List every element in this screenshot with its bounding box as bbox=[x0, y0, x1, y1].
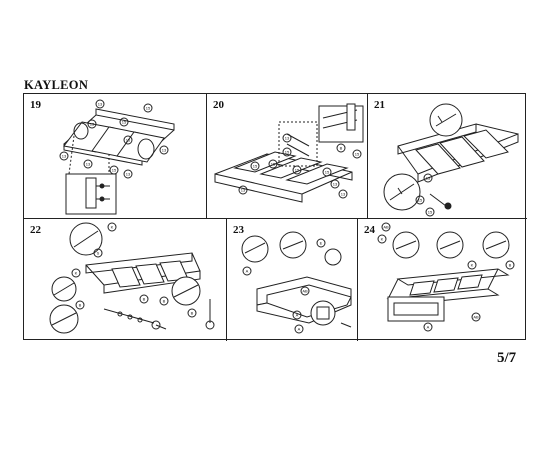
part-label: B bbox=[143, 297, 146, 302]
step-21-panel: 21 bbox=[368, 94, 527, 219]
part-label: 15 bbox=[285, 150, 290, 155]
part-label: 13 bbox=[62, 154, 67, 159]
step-number: 24 bbox=[364, 224, 375, 236]
step-20-illustration: 13 15 B 15 15 15 15 13 13 15 13 bbox=[214, 103, 364, 203]
part-label: K bbox=[111, 225, 114, 230]
step-21-illustration: 13 15 15 bbox=[383, 103, 519, 217]
part-label: K bbox=[471, 263, 474, 268]
part-label: 13 bbox=[285, 136, 290, 141]
part-label: 13 bbox=[90, 122, 95, 127]
part-label: A bbox=[298, 327, 301, 332]
page-number: 5/7 bbox=[497, 350, 517, 366]
step-number: 22 bbox=[30, 224, 41, 236]
step-number: 23 bbox=[233, 224, 244, 236]
part-label: 15 bbox=[112, 168, 117, 173]
part-label: 15 bbox=[126, 138, 131, 143]
part-label: 13 bbox=[333, 182, 338, 187]
step-number: 19 bbox=[30, 99, 41, 111]
part-label: 15 bbox=[146, 106, 151, 111]
part-label: 13 bbox=[126, 172, 131, 177]
part-label: 15 bbox=[122, 120, 127, 125]
part-label: 15 bbox=[295, 168, 300, 173]
part-label: 13 bbox=[86, 162, 91, 167]
part-label: 15 bbox=[271, 162, 276, 167]
part-label: AB bbox=[473, 315, 479, 320]
part-label: AB bbox=[383, 225, 389, 230]
document-title: KAYLEON bbox=[24, 78, 89, 92]
part-label: 13 bbox=[341, 192, 346, 197]
part-label: A bbox=[246, 269, 249, 274]
step-19-panel: 19 bbox=[24, 94, 207, 219]
part-label: B bbox=[163, 299, 166, 304]
instruction-frame: 19 bbox=[23, 93, 527, 341]
part-label: 15 bbox=[325, 170, 330, 175]
part-label: B bbox=[191, 311, 194, 316]
step-23-illustration: E A AB A A bbox=[241, 231, 352, 334]
part-label: 13 bbox=[98, 102, 103, 107]
step-22-panel: 22 bbox=[24, 219, 227, 341]
part-label: B bbox=[340, 146, 343, 151]
part-label: A bbox=[427, 325, 430, 330]
part-label: 13 bbox=[241, 188, 246, 193]
step-number: 21 bbox=[374, 99, 385, 111]
part-label: 15 bbox=[355, 152, 360, 157]
part-label: B bbox=[79, 303, 82, 308]
part-label: S bbox=[97, 251, 100, 256]
step-22-illustration: K S K B B B B bbox=[49, 222, 215, 334]
part-label: 15 bbox=[418, 198, 423, 203]
part-label: 15 bbox=[253, 164, 258, 169]
part-label: AB bbox=[302, 289, 308, 294]
part-label: 15 bbox=[428, 210, 433, 215]
step-19-illustration: 13 15 13 15 15 13 13 13 15 13 bbox=[59, 99, 175, 215]
step-number: 20 bbox=[213, 99, 224, 111]
step-24-illustration: AB K K B A AB bbox=[377, 222, 515, 332]
step-23-panel: 23 bbox=[227, 219, 358, 341]
part-label: K bbox=[75, 271, 78, 276]
step-20-panel: 20 bbox=[207, 94, 368, 219]
part-label: A bbox=[296, 313, 299, 318]
part-label: K bbox=[381, 237, 384, 242]
part-label: 13 bbox=[162, 148, 167, 153]
part-label: B bbox=[509, 263, 512, 268]
part-label: 13 bbox=[426, 176, 431, 181]
part-label: E bbox=[320, 241, 323, 246]
step-24-panel: 24 bbox=[358, 219, 527, 341]
